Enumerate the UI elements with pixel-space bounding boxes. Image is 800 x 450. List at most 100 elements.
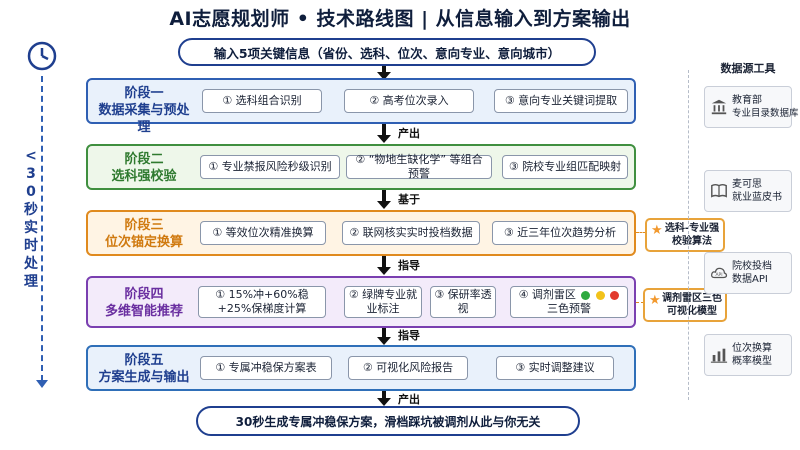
stage-4-title: 阶段四 多维智能推荐 — [94, 286, 194, 320]
bar-chart-icon — [710, 348, 728, 363]
flow-arrow — [382, 124, 386, 136]
flow-arrow — [382, 66, 386, 74]
stage-3-title: 阶段三 位次锚定换算 — [94, 217, 194, 251]
stage-5-item-2: ② 可视化风险报告 — [348, 356, 468, 380]
stage-1-num: 阶段一 — [124, 86, 164, 101]
stage-1: 阶段一 数据采集与预处理 ① 选科组合识别 ② 高考位次录入 ③ 意向专业关键词… — [86, 78, 636, 135]
connector-5-label: 产出 — [398, 393, 420, 406]
stage-3-item-1: ① 等效位次精准换算 — [200, 221, 326, 245]
side-card-mycos-text: 麦可思 就业蓝皮书 — [732, 178, 782, 204]
stage-1-title: 阶段一 数据采集与预处理 — [94, 85, 194, 136]
green-dot-icon — [581, 290, 591, 300]
side-card-api: API 院校投档 数据API — [704, 252, 792, 294]
timeline-arrow-icon — [36, 380, 48, 388]
stage-3-item-3: ③ 近三年位次趋势分析 — [492, 221, 628, 245]
star-icon: ★ — [649, 293, 661, 308]
side-card-api-line2: 数据API — [732, 274, 768, 285]
stage-3-name: 位次锚定换算 — [104, 235, 183, 250]
stage-1-item-3: ③ 意向专业关键词提取 — [494, 89, 628, 113]
badge-2-text: 调剂雷区三色可视化模型 — [662, 293, 722, 317]
side-card-moe: 教育部 专业目录数据库 — [704, 86, 799, 128]
output-text: 30秒生成专属冲稳保方案，滑档踩坑被调剂从此与你无关 — [235, 414, 541, 429]
flow-arrow — [382, 256, 386, 268]
connector-2-label: 基于 — [398, 193, 420, 206]
side-card-model-line2: 概率模型 — [732, 356, 772, 367]
flow-arrow-head — [377, 135, 391, 143]
side-card-moe-line1: 教育部 — [732, 95, 762, 106]
stage-4-item-4-line1: ④ 调剂雷区 — [519, 288, 620, 302]
stage-5-num: 阶段五 — [124, 353, 164, 368]
output-pill: 30秒生成专属冲稳保方案，滑档踩坑被调剂从此与你无关 — [196, 406, 580, 436]
stage-2-num: 阶段二 — [124, 152, 164, 167]
flow-arrow-head — [377, 72, 391, 80]
stage-2-title: 阶段二 选科强校验 — [94, 151, 194, 185]
badge-1-text: 选科-专业强校验算法 — [664, 223, 720, 247]
stage-1-item-1: ① 选科组合识别 — [202, 89, 322, 113]
side-card-model-text: 位次换算 概率模型 — [732, 342, 772, 368]
stage-2-item-2: ② “物地生缺化学” 等组合预警 — [346, 153, 492, 180]
stage-4-item-4-line2: 三色预警 — [547, 302, 591, 315]
stage-3: 阶段三 位次锚定换算 ① 等效位次精准换算 ② 联网核实实时投档数据 ③ 近三年… — [86, 210, 636, 256]
stage-4-item-2: ② 绿牌专业就业标注 — [344, 286, 422, 318]
connector-1-label: 产出 — [398, 127, 420, 140]
flow-arrow-head — [377, 337, 391, 345]
stage-4-item-4: ④ 调剂雷区 三色预警 — [510, 286, 628, 318]
stage-4-item-1: ① 15%冲+60%稳+25%保梯度计算 — [198, 286, 326, 318]
stage-5: 阶段五 方案生成与输出 ① 专属冲稳保方案表 ② 可视化风险报告 ③ 实时调整建… — [86, 345, 636, 391]
input-info-text: 输入5项关键信息（省份、选科、位次、意向专业、意向城市） — [213, 45, 561, 61]
badge-1: ★ 选科-专业强校验算法 — [645, 218, 725, 252]
side-card-mycos-line1: 麦可思 — [732, 179, 762, 190]
stage-3-num: 阶段三 — [124, 218, 164, 233]
side-title: 数据源工具 — [720, 62, 776, 75]
stage-4-name: 多维智能推荐 — [104, 304, 183, 319]
svg-text:API: API — [715, 272, 722, 278]
side-card-api-line1: 院校投档 — [732, 261, 772, 272]
flow-arrow-head — [377, 201, 391, 209]
flow-arrow-head — [377, 398, 391, 406]
side-card-model: 位次换算 概率模型 — [704, 334, 792, 376]
stage-5-item-3: ③ 实时调整建议 — [496, 356, 614, 380]
red-dot-icon — [610, 290, 620, 300]
side-card-model-line1: 位次换算 — [732, 343, 772, 354]
badge-2-link — [636, 302, 644, 303]
stage-2-name: 选科强校验 — [111, 169, 177, 184]
stage-4-item-3: ③ 保研率透视 — [430, 286, 496, 318]
stage-1-name: 数据采集与预处理 — [98, 103, 190, 135]
stage-2: 阶段二 选科强校验 ① 专业禁报风险秒级识别 ② “物地生缺化学” 等组合预警 … — [86, 144, 636, 190]
timeline-line — [41, 76, 43, 381]
flow-arrow — [382, 328, 386, 338]
timeline-label-text: < 30 秒 实 时 处 理 — [24, 148, 38, 290]
badge-2: ★ 调剂雷区三色可视化模型 — [643, 288, 727, 322]
timeline-label: < 30 秒 实 时 处 理 — [22, 145, 40, 293]
side-divider — [688, 70, 689, 400]
side-card-api-text: 院校投档 数据API — [732, 260, 772, 286]
clock-icon — [26, 40, 58, 72]
stage-4-item-4-label: ④ 调剂雷区 — [518, 288, 576, 301]
yellow-dot-icon — [595, 290, 605, 300]
flow-arrow — [382, 391, 386, 399]
badge-1-link — [636, 232, 646, 233]
stage-2-item-3: ③ 院校专业组匹配映射 — [502, 155, 628, 179]
input-info-pill: 输入5项关键信息（省份、选科、位次、意向专业、意向城市） — [178, 38, 596, 66]
cloud-api-icon: API — [711, 267, 728, 278]
book-icon — [711, 183, 727, 198]
side-card-moe-text: 教育部 专业目录数据库 — [732, 94, 799, 120]
side-card-mycos-line2: 就业蓝皮书 — [732, 192, 782, 203]
flow-arrow — [382, 190, 386, 202]
side-card-mycos: 麦可思 就业蓝皮书 — [704, 170, 792, 212]
stage-5-name: 方案生成与输出 — [98, 370, 190, 385]
stage-4: 阶段四 多维智能推荐 ① 15%冲+60%稳+25%保梯度计算 ② 绿牌专业就业… — [86, 276, 636, 328]
connector-4-label: 指导 — [398, 329, 420, 342]
star-icon: ★ — [651, 223, 663, 238]
page-title: AI志愿规划师 • 技术路线图 | 从信息输入到方案输出 — [169, 8, 631, 30]
bank-icon — [711, 99, 727, 115]
stage-5-title: 阶段五 方案生成与输出 — [94, 352, 194, 386]
stage-1-item-2: ② 高考位次录入 — [344, 89, 474, 113]
stage-5-item-1: ① 专属冲稳保方案表 — [200, 356, 332, 380]
stage-3-item-2: ② 联网核实实时投档数据 — [342, 221, 480, 245]
side-card-moe-line2: 专业目录数据库 — [732, 108, 799, 119]
flow-arrow-head — [377, 267, 391, 275]
stage-2-item-1: ① 专业禁报风险秒级识别 — [200, 155, 340, 179]
connector-3-label: 指导 — [398, 259, 420, 272]
stage-4-num: 阶段四 — [124, 287, 164, 302]
